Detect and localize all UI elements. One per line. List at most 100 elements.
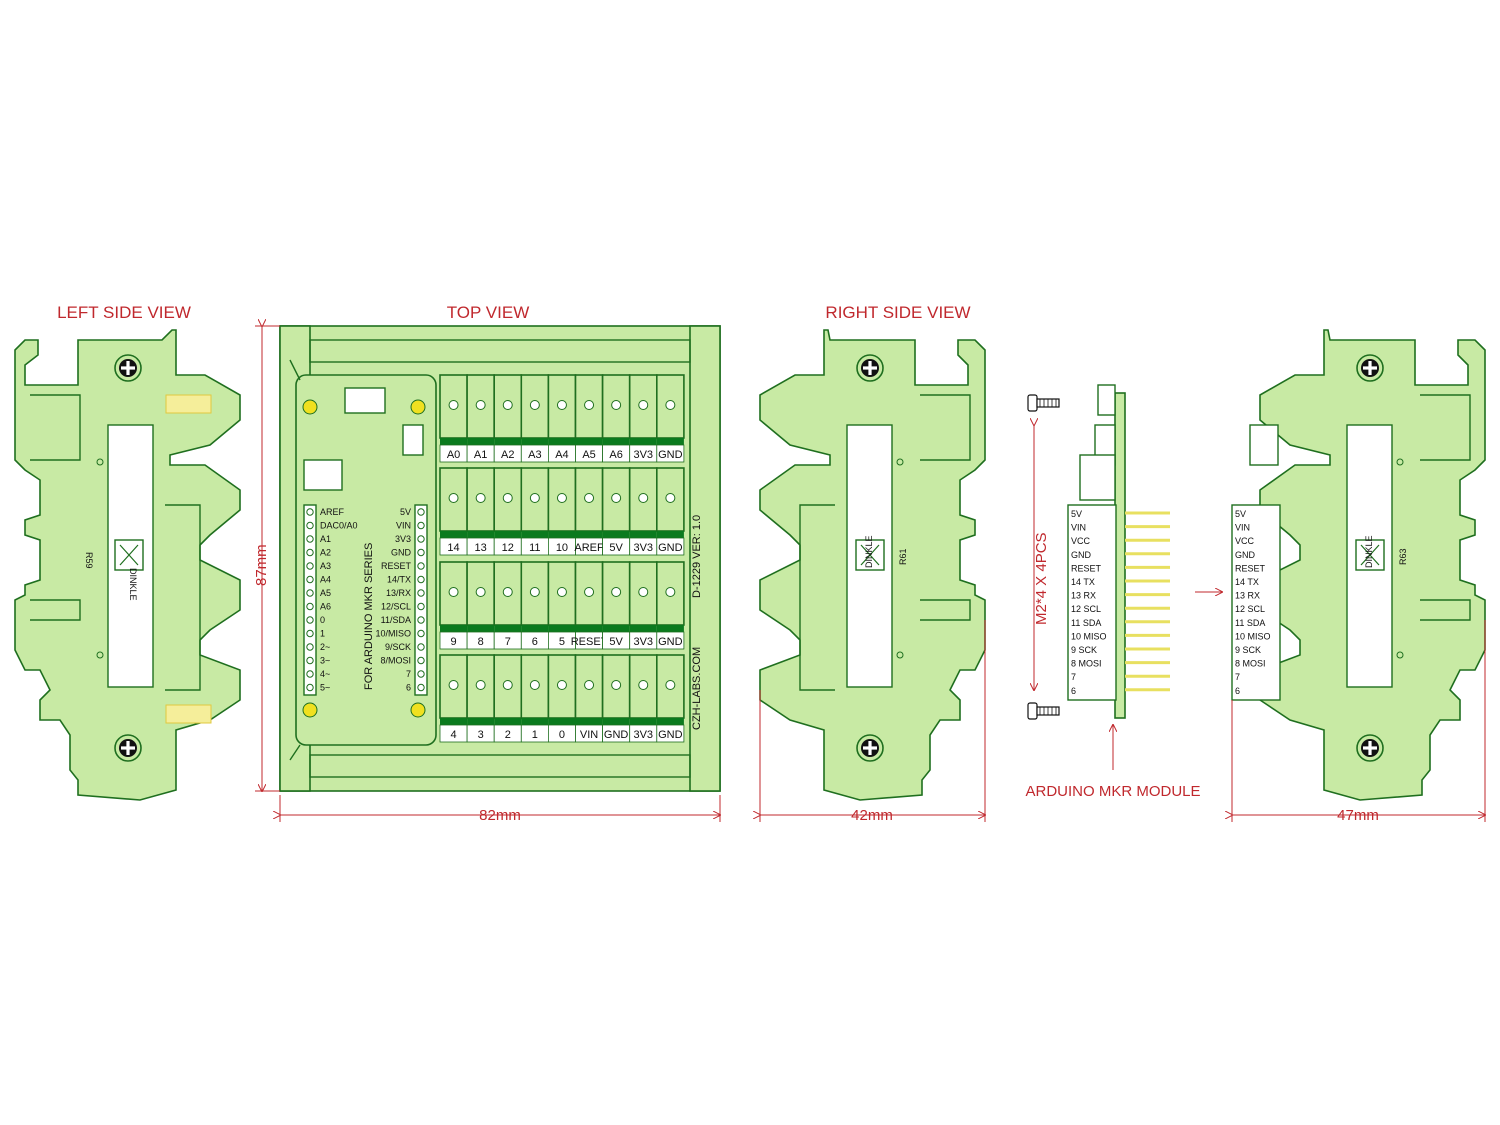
terminal-label: A1 [474,449,487,461]
terminal-screw [638,680,649,690]
terminal-screw [502,400,513,410]
terminal-bar [602,625,630,632]
right-header-pins: 5VVIN3V3GNDRESET14/TX13/RX12/SCL11/SDA10… [375,507,425,693]
module-pin-label: RESET [1071,563,1102,573]
left-header-pin-label: A5 [320,588,331,598]
terminal-screw [448,680,459,690]
height-dimension: 87mm [253,544,270,586]
left-header-pin [306,508,314,516]
terminal-label: 5 [559,636,565,648]
terminal-screw [448,493,459,503]
left-header-pin-label: A2 [320,548,331,558]
terminal-label-box [656,537,685,556]
right-header-pin [417,616,425,624]
terminal-screw [475,493,486,503]
screw-bottom [1027,702,1060,720]
terminal-bar [602,438,630,445]
terminal-bar [629,625,657,632]
left-brand-label: DINKLE [128,568,138,601]
terminal-bar [440,718,468,725]
terminal-screw [584,587,595,597]
terminal-label: A2 [501,449,514,461]
right-header-pin-label: 5V [400,507,411,517]
terminal-screw [665,587,676,597]
terminal-bar [548,625,576,632]
top-view-dimensions: 87mm 82mm [253,326,720,824]
terminal-bar [440,438,468,445]
right-header-pin-label: 3V3 [395,534,411,544]
terminal-screw [638,400,649,410]
terminal-screw [556,400,567,410]
terminal-bar [521,625,549,632]
screws-note: M2*4 X 4PCS [1033,532,1050,625]
terminal-label: 11 [529,542,540,554]
module-pin-label: 11 SDA [1071,618,1101,628]
terminal-bar [548,718,576,725]
right-header-pin [417,629,425,638]
terminal-bar [575,625,603,632]
terminal-screw [475,400,486,410]
terminal-screw [584,493,595,503]
terminal-screw [638,493,649,503]
terminal-screw [529,680,540,690]
terminal-screw [448,400,459,410]
width-dimension: 82mm [479,807,521,824]
terminal-screw [529,400,540,410]
module-pin-label: 8 MOSI [1071,659,1102,669]
terminal-bar [629,438,657,445]
terminal-bar [629,718,657,725]
right-header-pin-label: 11/SDA [381,615,411,625]
terminal-label: 5V [609,542,623,554]
terminal-screw [502,587,513,597]
terminal-label: 9 [450,636,456,648]
terminal-screw [556,587,567,597]
left-header-pin [306,683,314,692]
terminal-screw [475,680,486,690]
screw-top [1027,394,1060,412]
left-header-pin-label: 2~ [320,642,330,652]
terminal-label: VIN [580,729,598,741]
module-pin-label: 10 MISO [1235,631,1271,641]
left-header-pin [306,521,314,530]
left-header-pin-label: A6 [320,602,331,612]
left-header-pin-label: 3~ [320,656,330,666]
terminal-bar [575,718,603,725]
terminal-bar [521,531,549,538]
terminal-label: 10 [556,542,568,554]
module-pin-label: 8 MOSI [1235,659,1266,669]
assembled-width-dimension: 47mm [1337,807,1379,824]
terminal-bar [602,531,630,538]
module-header-legs [1125,511,1170,692]
terminal-label: 13 [475,542,487,554]
series-label: FOR ARDUINO MKR SERIES [363,543,375,690]
terminal-label-box [656,724,685,743]
terminal-cell [466,467,496,532]
terminal-label: A4 [555,449,568,461]
module-pin-label: 12 SCL [1235,604,1265,614]
right-brand-label: DINKLE [864,535,874,568]
terminal-screw [611,493,622,503]
right-side-view-title: RIGHT SIDE VIEW [825,303,970,322]
right-header-pin-label: 9/SCK [385,642,411,652]
module-title: ARDUINO MKR MODULE [1025,783,1200,800]
right-header-pin [417,589,425,597]
module-pin-label: 9 SCK [1235,645,1261,655]
right-header-pin [417,683,425,692]
terminal-label: 3V3 [633,636,653,648]
module-pin-label: VCC [1071,536,1091,546]
left-side-view-title: LEFT SIDE VIEW [57,303,191,322]
terminal-screw [611,680,622,690]
terminal-screw [448,587,459,597]
right-header-pin-label: 13/RX [386,588,411,598]
right-header-pin-label: 14/TX [387,575,411,585]
terminal-bar [548,531,576,538]
terminal-label-box [656,631,685,650]
terminal-screw [502,493,513,503]
terminal-screw [611,587,622,597]
right-header-pin-label: 6 [406,683,411,693]
terminal-screw [665,493,676,503]
